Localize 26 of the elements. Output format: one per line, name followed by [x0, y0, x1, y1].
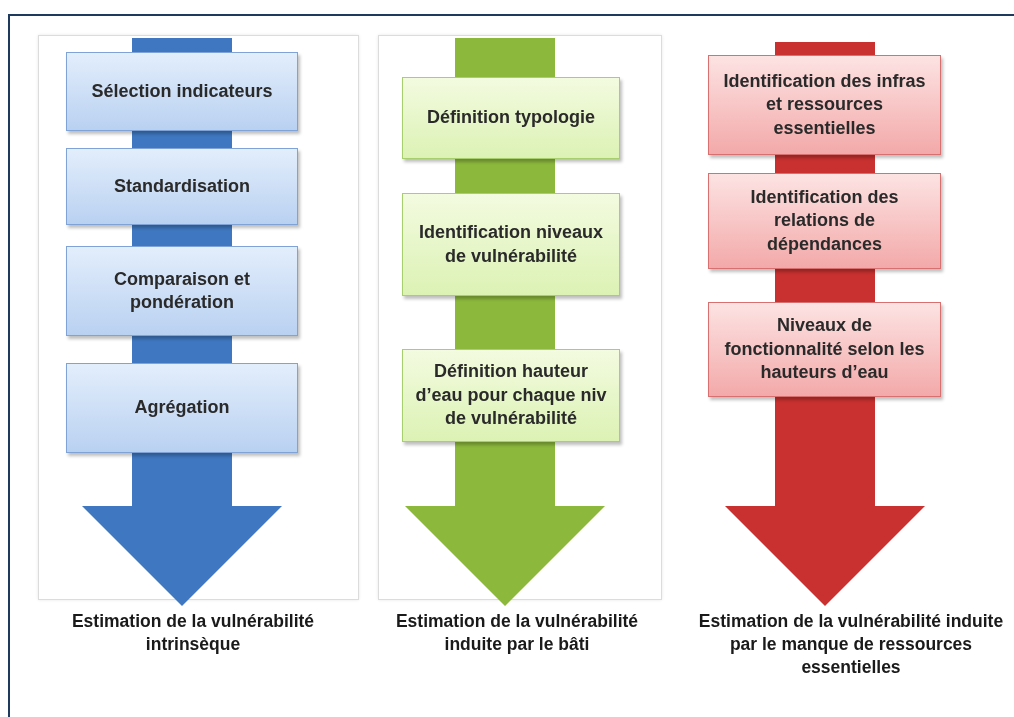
arrow [405, 442, 605, 606]
caption-text: Estimation de la vulnérabilité intrinsèque [38, 606, 348, 676]
process-box: Identification des relations de dépendances [708, 173, 941, 269]
process-box: Comparaison et pondération [66, 246, 298, 336]
process-box: Standardisation [66, 148, 298, 225]
arrow [82, 453, 282, 606]
process-box: Identification niveaux de vulnérabilité [402, 193, 620, 296]
arrow-shaft [132, 225, 232, 246]
arrow-shaft [455, 38, 555, 77]
process-box: Sélection indicateurs [66, 52, 298, 131]
arrow [725, 397, 925, 606]
process-box: Définition hauteur d’eau pour chaque niv de vulnérabilité [402, 349, 620, 442]
arrow-shaft [132, 336, 232, 363]
process-box: Identification des infras et ressources essentielles [708, 55, 941, 155]
arrow-shaft [775, 42, 875, 55]
caption-text: Estimation de la vulnérabilité induite par le manque de ressources essentielles [690, 606, 1012, 706]
arrow-shaft [775, 155, 875, 173]
arrow-shaft [775, 269, 875, 302]
arrow-shaft [132, 38, 232, 52]
caption-text: Estimation de la vulnérabilité induite par le bâti [372, 606, 662, 676]
arrow-shaft [455, 296, 555, 349]
arrow-shaft [132, 131, 232, 148]
process-box: Niveaux de fonctionnalité selon les hauteurs d’eau [708, 302, 941, 397]
process-box: Agrégation [66, 363, 298, 453]
arrow-shaft [455, 159, 555, 193]
process-box: Définition typologie [402, 77, 620, 159]
